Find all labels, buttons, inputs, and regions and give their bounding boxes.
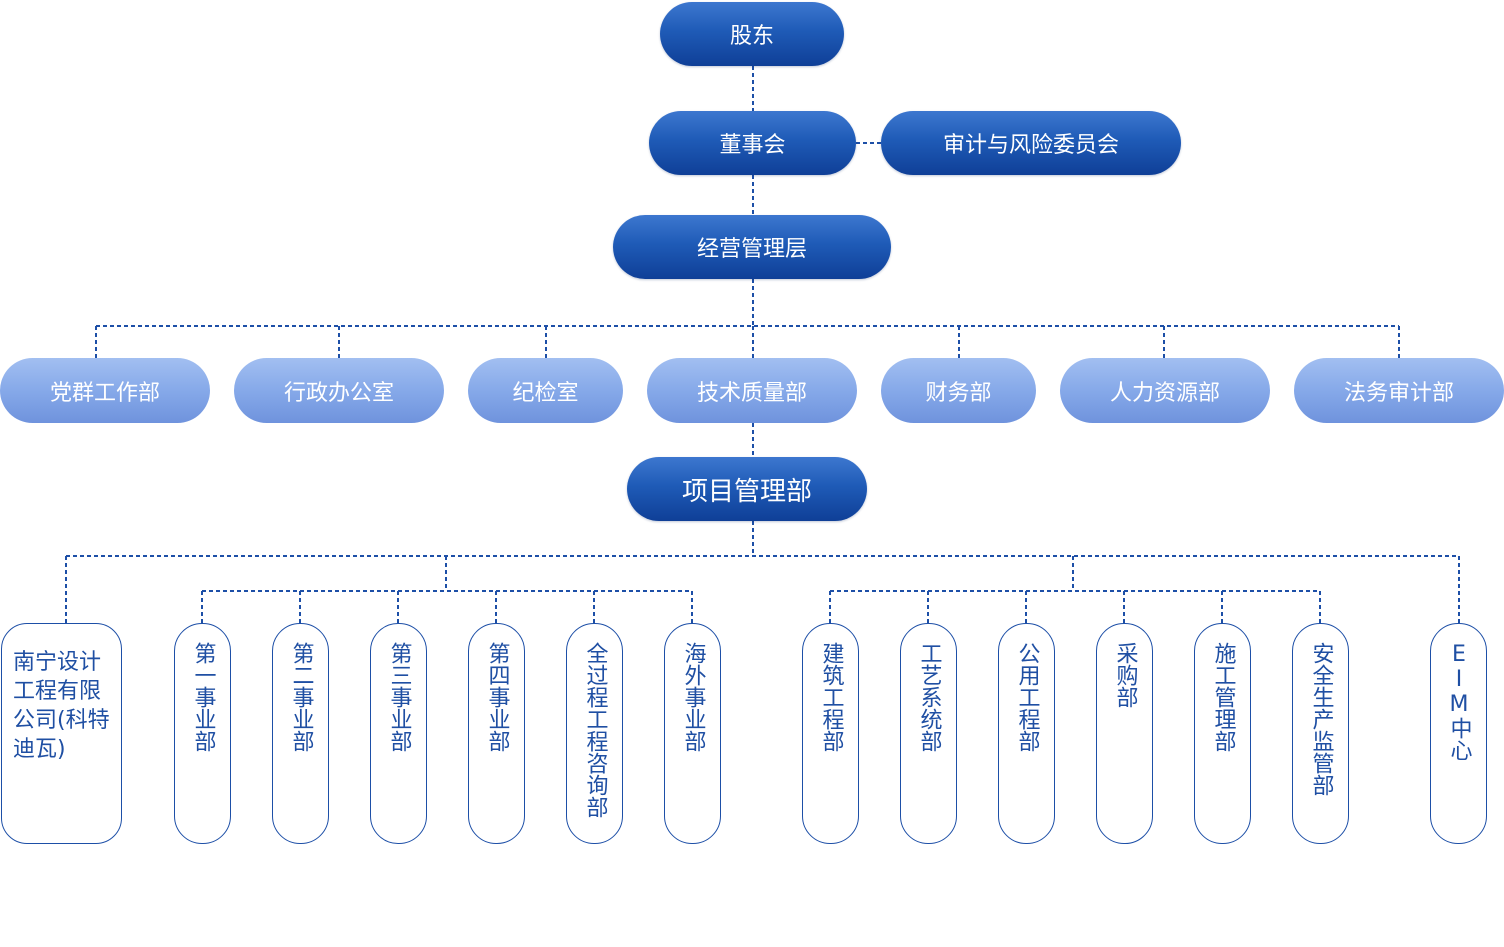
unit-first-division: 第一事业部 — [174, 623, 231, 844]
unit-utility-engineering: 公用工程部 — [998, 623, 1055, 844]
dept-human-resources: 人力资源部 — [1060, 358, 1270, 423]
unit-process-systems: 工艺系统部 — [900, 623, 957, 844]
unit-label: EIM中心 — [1446, 642, 1472, 761]
unit-label: 海外事业部 — [680, 642, 706, 752]
dept-label: 财务部 — [925, 380, 992, 406]
dept-party-affairs: 党群工作部 — [0, 358, 210, 423]
unit-label: 采购部 — [1112, 642, 1138, 708]
unit-whole-process-consulting: 全过程工程咨询部 — [566, 623, 623, 844]
unit-construction-management: 施工管理部 — [1194, 623, 1251, 844]
unit-overseas-division: 海外事业部 — [664, 623, 721, 844]
dept-label: 行政办公室 — [283, 380, 394, 406]
unit-eim-center: EIM中心 — [1430, 623, 1487, 844]
unit-procurement: 采购部 — [1096, 623, 1153, 844]
unit-label: 第二事业部 — [288, 642, 314, 752]
unit-label: 工艺系统部 — [916, 642, 942, 752]
unit-third-division: 第三事业部 — [370, 623, 427, 844]
node-shareholders-label: 股东 — [729, 24, 774, 49]
node-project-management: 项目管理部 — [627, 457, 867, 521]
node-shareholders: 股东 — [660, 2, 844, 66]
unit-label: 全过程工程咨询部 — [582, 642, 608, 818]
node-management-label: 经营管理层 — [696, 237, 807, 262]
dept-finance: 财务部 — [881, 358, 1036, 423]
unit-label: 公用工程部 — [1014, 642, 1040, 752]
unit-label: 第一事业部 — [190, 642, 216, 752]
dept-label: 技术质量部 — [696, 380, 807, 406]
node-board-label: 董事会 — [719, 133, 786, 158]
unit-label: 第四事业部 — [484, 642, 510, 752]
unit-safety-supervision: 安全生产监管部 — [1292, 623, 1349, 844]
node-subsidiary-label: 南宁设计工程有限公司(科特迪瓦) — [13, 650, 110, 762]
dept-label: 党群工作部 — [49, 380, 160, 406]
dept-technical-quality: 技术质量部 — [647, 358, 857, 423]
dept-label: 法务审计部 — [1343, 380, 1454, 406]
dept-admin-office: 行政办公室 — [234, 358, 444, 423]
dept-discipline-inspection: 纪检室 — [468, 358, 623, 423]
node-project-management-label: 项目管理部 — [681, 476, 812, 507]
dept-label: 纪检室 — [512, 380, 579, 406]
node-audit-committee-label: 审计与风险委员会 — [942, 133, 1119, 158]
unit-second-division: 第二事业部 — [272, 623, 329, 844]
node-subsidiary: 南宁设计工程有限公司(科特迪瓦) — [1, 623, 122, 844]
unit-fourth-division: 第四事业部 — [468, 623, 525, 844]
node-audit-committee: 审计与风险委员会 — [881, 111, 1181, 175]
dept-legal-audit: 法务审计部 — [1294, 358, 1504, 423]
unit-label: 施工管理部 — [1210, 642, 1236, 752]
unit-label: 建筑工程部 — [818, 642, 844, 752]
unit-label: 安全生产监管部 — [1308, 642, 1334, 796]
unit-label: 第三事业部 — [386, 642, 412, 752]
node-board: 董事会 — [649, 111, 856, 175]
dept-label: 人力资源部 — [1109, 380, 1220, 406]
unit-architecture-engineering: 建筑工程部 — [802, 623, 859, 844]
node-management: 经营管理层 — [613, 215, 891, 279]
